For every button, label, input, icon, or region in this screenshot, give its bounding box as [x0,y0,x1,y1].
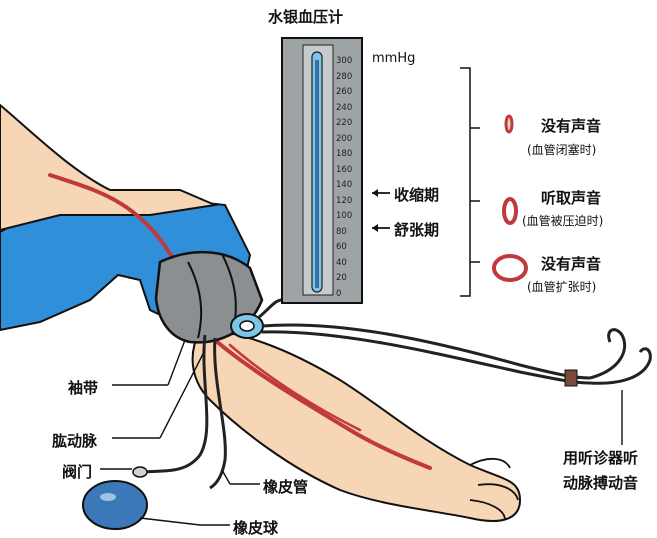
artery-occluded-icon [506,116,512,132]
valve-label: 阀门 [62,461,92,482]
systolic-label: 收缩期 [394,184,439,205]
scale-tick-label: 100 [336,211,352,221]
sound-state-3-sublabel: (血管扩张时) [527,278,596,295]
unit-label: mmHg [372,51,415,66]
manometer-title: 水银血压计 [268,6,343,27]
chestpiece-center [240,321,254,331]
valve[interactable] [133,467,147,477]
artery-compressed-icon [504,199,516,223]
scale-tick-label: 40 [336,258,347,268]
bulb-label: 橡皮球 [233,517,278,538]
scale-tick-label: 80 [336,227,347,237]
diastolic-arrow [372,224,390,232]
artery-open-icon [494,256,526,280]
stethoscope-note-line1: 用听诊器听 [563,447,638,468]
sound-state-1-sublabel: (血管闭塞时) [527,141,596,158]
systolic-arrow [372,189,390,197]
sound-state-2-sublabel: (血管被压迫时) [522,212,603,229]
cuff-label: 袖带 [68,377,98,398]
leader-artery-2 [160,350,205,438]
mercury-level [315,60,319,288]
leader-cuff-2 [168,340,185,385]
diastolic-label: 舒张期 [394,219,439,240]
sound-state-2-label: 听取声音 [541,187,601,208]
scale-tick-label: 200 [336,134,352,144]
sound-state-3-label: 没有声音 [541,253,601,274]
sound-state-1-label: 没有声音 [541,115,601,136]
scale-tick-label: 260 [336,87,352,97]
rubber-bulb[interactable] [83,481,147,529]
stethoscope-earpieces [590,330,650,384]
scale-tick-label: 220 [336,118,352,128]
scale-tick-label: 280 [336,72,352,82]
scale-tick-label: 0 [336,289,341,299]
scale-tick-label: 140 [336,180,352,190]
scale-tick-label: 240 [336,103,352,113]
bulb-highlight [100,493,116,501]
scale-tick-label: 60 [336,242,347,252]
scale-tick-label: 20 [336,273,347,283]
stethoscope-yoke [565,370,577,386]
stethoscope-note-line2: 动脉搏动音 [563,472,638,493]
leader-tube-2 [222,470,230,484]
scale-tick-label: 300 [336,56,352,66]
leader-bulb [140,518,200,525]
scale-tick-label: 180 [336,149,352,159]
tube-label: 橡皮管 [263,476,308,497]
bracket [460,68,470,296]
artery-label: 肱动脉 [52,430,97,451]
scale-tick-label: 120 [336,196,352,206]
scale-tick-label: 160 [336,165,352,175]
